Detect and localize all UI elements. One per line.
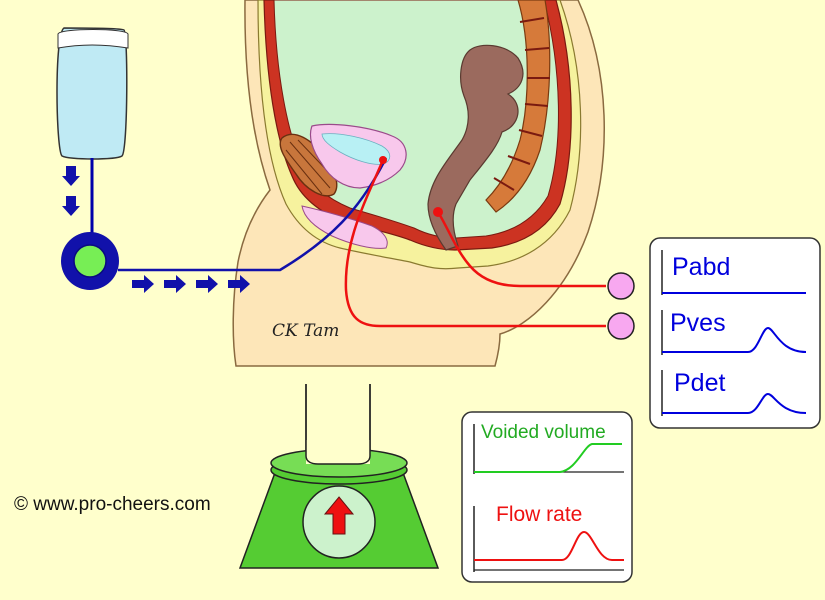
transducer-icon [607, 272, 635, 340]
sacrum [485, 0, 551, 213]
voided-volume-label: Voided volume [481, 422, 606, 443]
pabd-label: Pabd [672, 253, 730, 281]
vesical-pressure-line [344, 159, 606, 328]
red-arrow-up-icon [323, 496, 355, 535]
flow-rate-trace: Flow rate [473, 503, 624, 572]
vesical-catheter-tip [379, 156, 387, 164]
pdet-label: Pdet [674, 369, 725, 397]
flow-rate-label: Flow rate [496, 503, 582, 526]
pressure-panel: Pabd Pves Pdet [649, 237, 821, 429]
flow-panel: Voided volume Flow rate [461, 411, 633, 583]
abdominal-pressure-line [436, 211, 606, 288]
rectal-catheter-tip [433, 207, 443, 217]
pelvis-section: CK Tam [232, 0, 605, 367]
blue-arrow-icon [62, 166, 80, 216]
signature: CK Tam [272, 321, 339, 341]
rectum [427, 44, 524, 251]
uroflowmeter-icon [238, 384, 440, 569]
saline-bag-icon [56, 27, 129, 160]
voided-volume-trace: Voided volume [473, 422, 624, 474]
pves-label: Pves [670, 309, 726, 337]
pves-trace: Pves [661, 309, 807, 355]
infusion-pump-icon [61, 232, 119, 290]
pabd-trace: Pabd [661, 250, 806, 295]
flow-direction-arrows [132, 275, 250, 293]
pdet-trace: Pdet [661, 369, 807, 416]
copyright-text: © www.pro-cheers.com [14, 494, 211, 515]
